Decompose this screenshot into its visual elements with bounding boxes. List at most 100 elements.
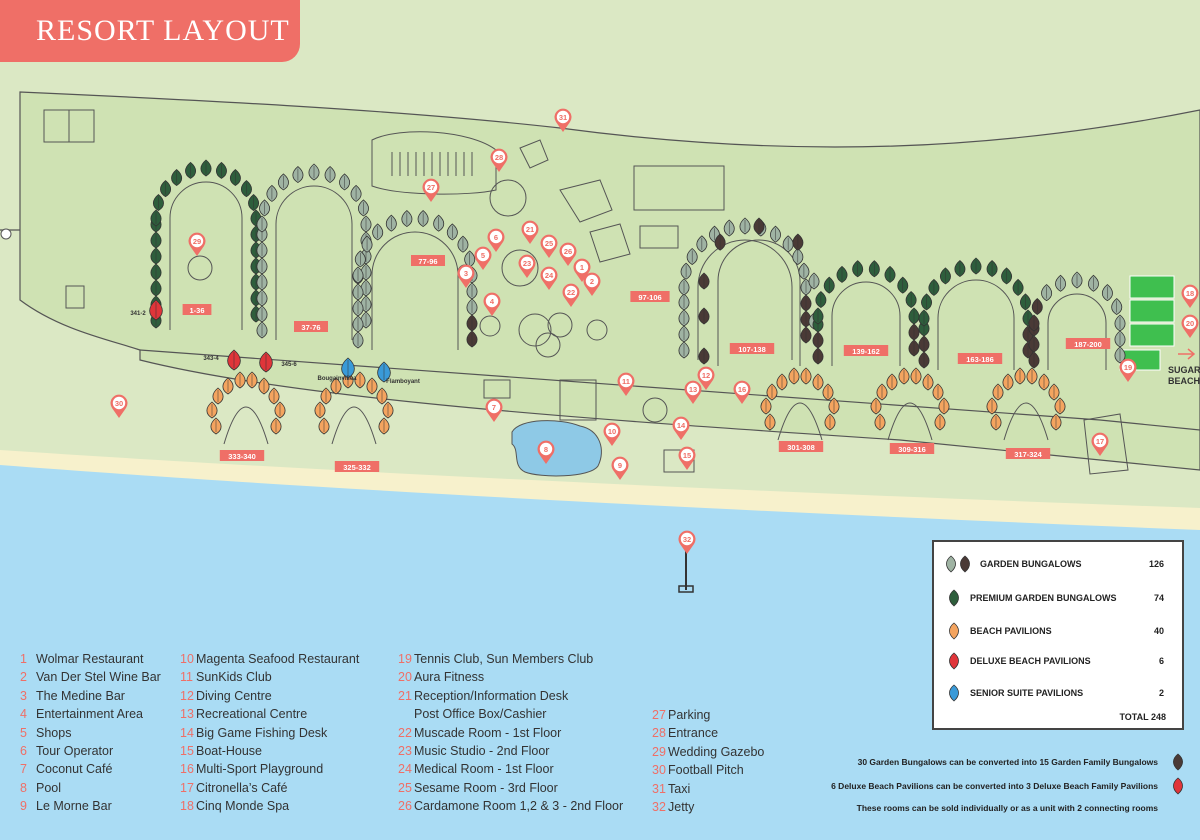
deluxe-pavilion-icon: [1173, 777, 1183, 795]
pin-18: 18: [1181, 284, 1199, 308]
svg-text:26: 26: [564, 247, 572, 256]
note-deluxe-family: 6 Deluxe Beach Pavilions can be converte…: [831, 781, 1158, 791]
svg-text:5: 5: [481, 251, 485, 260]
room-label: 325-332: [343, 463, 371, 472]
pin-27: 27: [422, 178, 440, 202]
legend-total: TOTAL 248: [1119, 712, 1166, 722]
svg-text:27: 27: [427, 183, 435, 192]
map-pins: 1234567891011121314151617181920212223242…: [110, 108, 1199, 554]
svg-text:20: 20: [1186, 319, 1194, 328]
key-item-sub: Post Office Box/Cashier: [414, 707, 547, 722]
pool: [511, 420, 602, 477]
pin-32: 32: [678, 530, 696, 554]
pin-30: 30: [110, 394, 128, 418]
room-label: 317-324: [1014, 450, 1042, 459]
svg-text:13: 13: [689, 385, 697, 394]
legend-label-beach: BEACH PAVILIONS: [970, 626, 1052, 636]
svg-text:18: 18: [1186, 289, 1194, 298]
pin-5: 5: [474, 246, 492, 270]
spa-building: [1083, 413, 1129, 475]
room-label: 139-162: [852, 347, 880, 356]
room-markers: [149, 159, 1126, 435]
wedding-gazebo: [187, 255, 213, 281]
legend-count-premium: 74: [1153, 593, 1164, 603]
legend-label-senior: SENIOR SUITE PAVILIONS: [970, 688, 1084, 698]
svg-text:21: 21: [526, 225, 534, 234]
legend-row-deluxe: DELUXE BEACH PAVILIONS 6: [934, 651, 1182, 671]
svg-text:32: 32: [683, 535, 691, 544]
svg-text:24: 24: [545, 271, 554, 280]
room-label: 301-308: [787, 443, 815, 452]
room-arches: [169, 181, 1107, 445]
svg-text:8: 8: [544, 445, 548, 454]
pin-1: 1: [573, 258, 591, 282]
pin-11: 11: [617, 372, 635, 396]
dark-bungalow-icon: [1173, 753, 1183, 771]
sugar-beach-text-2: BEACH: [1168, 376, 1200, 386]
pin-9: 9: [611, 456, 629, 480]
legend-row-premium: PREMIUM GARDEN BUNGALOWS 74: [934, 588, 1182, 608]
svg-text:31: 31: [559, 113, 567, 122]
svg-text:2: 2: [590, 277, 594, 286]
svg-text:25: 25: [545, 239, 553, 248]
room-label: 107-138: [738, 345, 766, 354]
legend-count-beach: 40: [1153, 626, 1164, 636]
pin-15: 15: [678, 446, 696, 470]
room-label: Flamboyant: [386, 379, 420, 385]
room-label: 343-4: [203, 356, 219, 362]
pin-25: 25: [540, 234, 558, 258]
room-label: 341-2: [130, 311, 146, 317]
svg-text:16: 16: [738, 385, 746, 394]
legend-label-premium: PREMIUM GARDEN BUNGALOWS: [970, 593, 1117, 603]
pin-16: 16: [733, 380, 751, 404]
note-icons: [1173, 753, 1183, 795]
svg-text:6: 6: [494, 233, 498, 242]
sugar-beach-arrow: [1178, 348, 1196, 360]
pin-31: 31: [554, 108, 572, 132]
entry-marker: [0, 228, 12, 240]
pin-19: 19: [1119, 358, 1137, 382]
svg-text:15: 15: [683, 451, 691, 460]
room-label: 97-106: [638, 293, 661, 302]
note-garden-family: 30 Garden Bungalows can be converted int…: [857, 757, 1158, 767]
svg-text:22: 22: [567, 288, 575, 297]
svg-text:11: 11: [622, 377, 630, 386]
pin-22: 22: [562, 283, 580, 307]
legend-row-senior: SENIOR SUITE PAVILIONS 2: [934, 683, 1182, 703]
pin-24: 24: [540, 266, 558, 290]
pin-21: 21: [521, 220, 539, 244]
svg-text:9: 9: [618, 461, 622, 470]
legend-label-deluxe: DELUXE BEACH PAVILIONS: [970, 656, 1091, 666]
svg-text:28: 28: [495, 153, 503, 162]
svg-text:19: 19: [1124, 363, 1132, 372]
pin-12: 12: [697, 366, 715, 390]
svg-text:29: 29: [193, 237, 201, 246]
pin-29: 29: [188, 232, 206, 256]
room-label: 309-316: [898, 445, 926, 454]
sugar-beach-text-1: SUGAR: [1168, 365, 1200, 375]
svg-text:30: 30: [115, 399, 123, 408]
room-label: 333-340: [228, 452, 256, 461]
